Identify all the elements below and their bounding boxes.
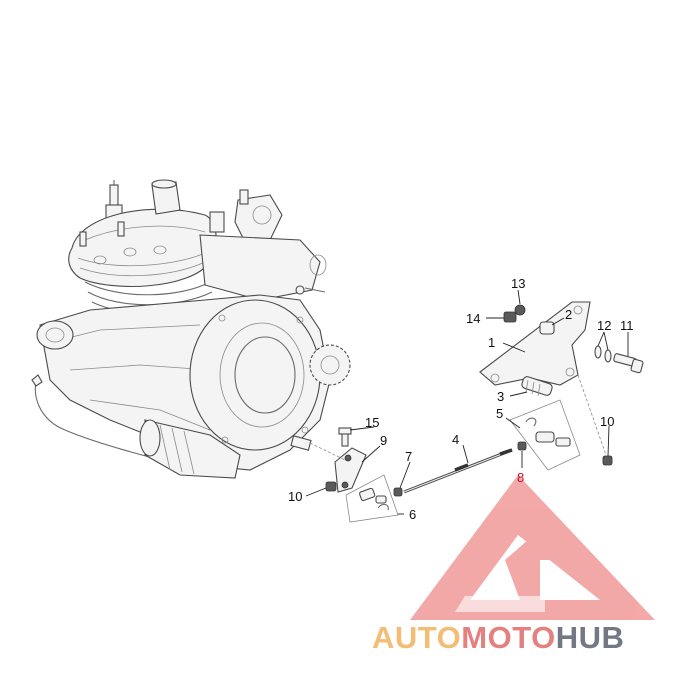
side-cover: [189, 299, 321, 451]
part-11-bolt: [613, 353, 644, 374]
part-1-bracket: [479, 301, 591, 386]
callout-14: 14: [466, 311, 480, 326]
part-10-nut-left: [325, 481, 337, 492]
callout-5: 5: [496, 406, 503, 421]
logo-text-auto: AUTO: [372, 620, 461, 655]
part-5-kit: [509, 399, 581, 471]
part-10-nut-right: [602, 455, 613, 466]
callout-4: 4: [452, 432, 459, 447]
part-15-bolt: [338, 427, 352, 447]
part-8-nut: [517, 441, 527, 451]
callout-15: 15: [365, 415, 379, 430]
callout-10-right: 10: [600, 414, 614, 429]
callout-12: 12: [597, 318, 611, 333]
carburetor: [199, 189, 327, 301]
linkage-parts: [309, 301, 644, 523]
callout-numbers: 1 2 3 4 5 6 7 8 9 10 10 11 12 13 14 15: [288, 276, 634, 522]
logo-text-hub: HUB: [556, 620, 625, 655]
callout-9: 9: [380, 433, 387, 448]
logo-text-moto: MOTO: [461, 620, 555, 655]
callout-3: 3: [497, 389, 504, 404]
watermark-logo: AUTOMOTOHUB: [372, 475, 655, 655]
part-9-lever: [334, 447, 367, 493]
part-14-nut: [503, 311, 517, 323]
callout-13: 13: [511, 276, 525, 291]
starter-motor: [139, 419, 241, 479]
cylinder-head: [68, 179, 217, 288]
svg-text:AUTOMOTOHUB: AUTOMOTOHUB: [372, 620, 624, 655]
part-12-washers: [594, 345, 612, 363]
part-7-nut: [393, 487, 403, 497]
part-3-peg: [521, 376, 553, 397]
callout-11: 11: [620, 318, 634, 333]
callout-8: 8: [517, 470, 524, 485]
part-2-bush: [539, 321, 555, 335]
callout-1: 1: [488, 335, 495, 350]
shift-shaft: [290, 435, 312, 451]
part-6-kit: [345, 474, 399, 523]
callout-2: 2: [565, 307, 572, 322]
drive-sprocket: [309, 344, 351, 386]
part-13-washer: [514, 304, 526, 316]
callout-7: 7: [405, 449, 412, 464]
engine-illustration: [31, 179, 351, 479]
logo-triangle: [410, 475, 655, 620]
callout-10-left: 10: [288, 489, 302, 504]
part-4-rod: [403, 448, 513, 494]
callout-6: 6: [409, 507, 416, 522]
leader-lines: [305, 289, 629, 515]
